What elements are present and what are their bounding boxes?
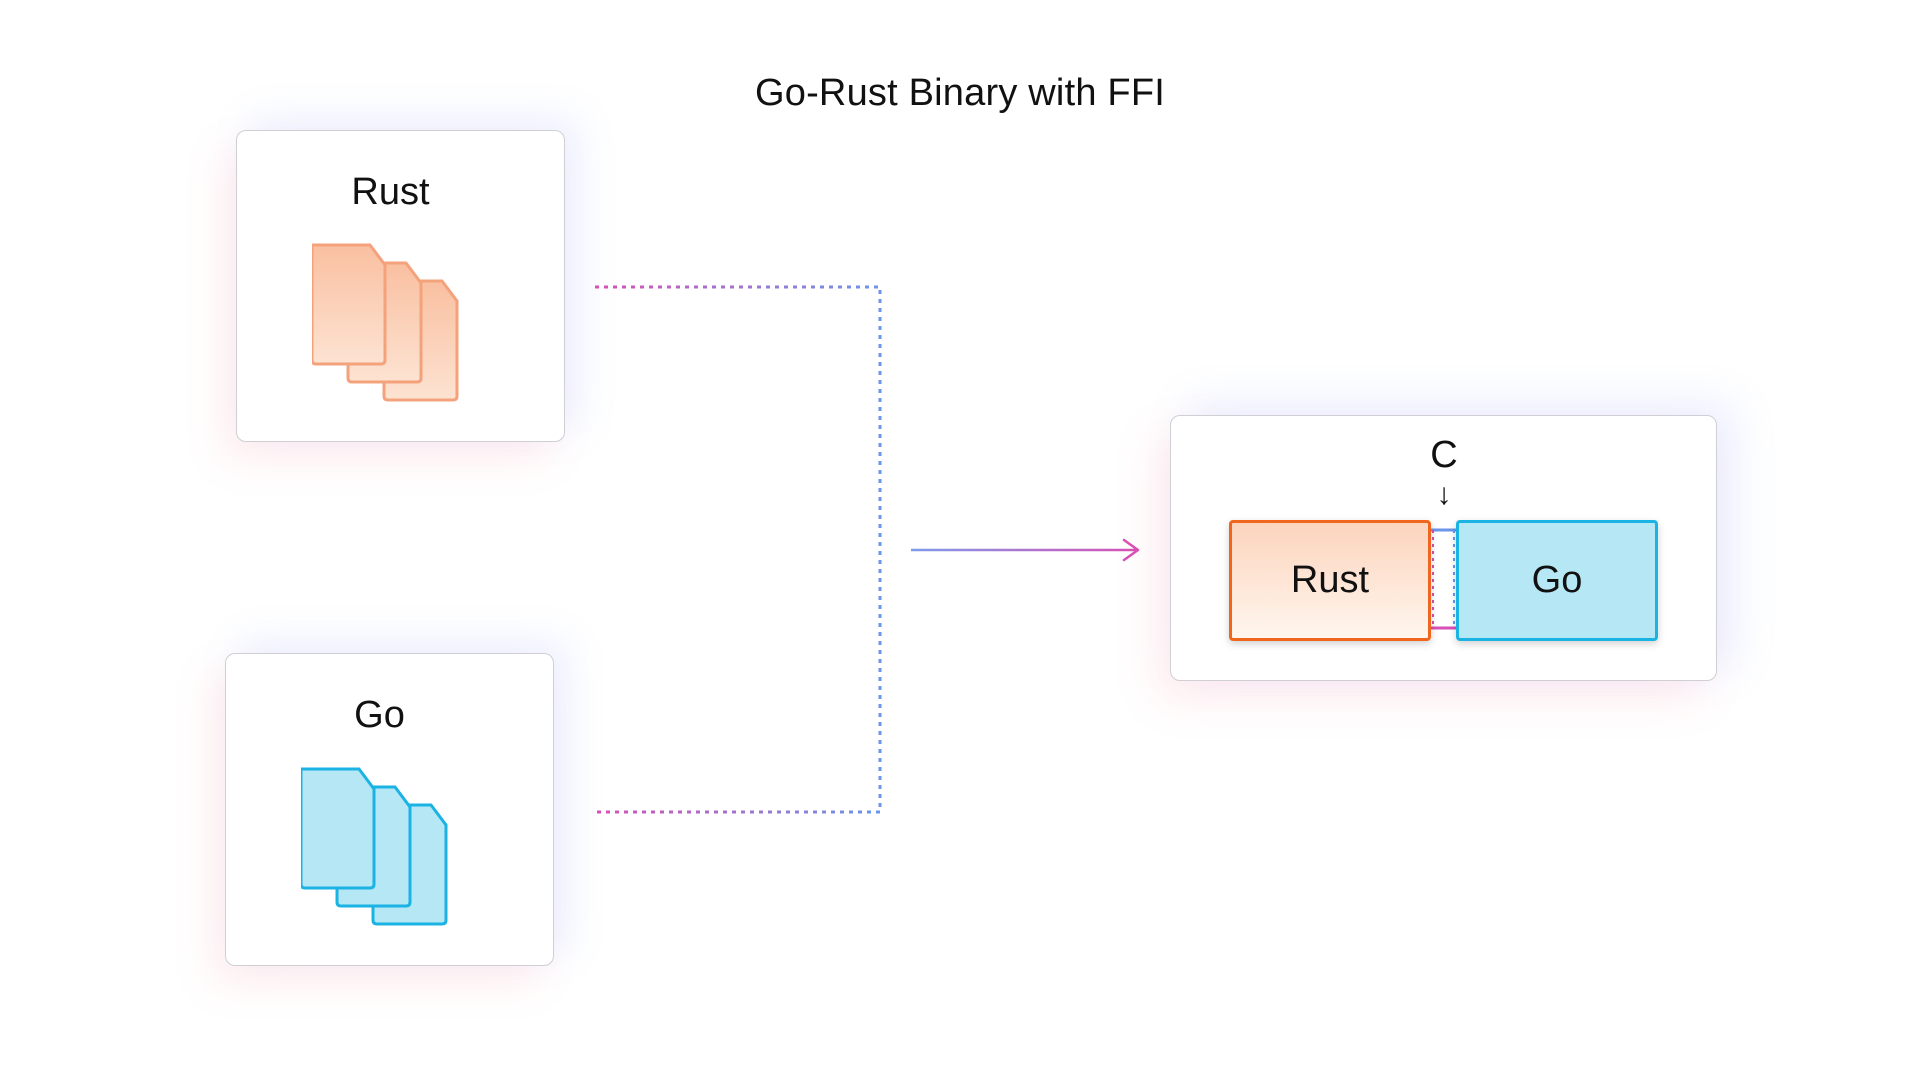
- go-block: Go: [1456, 520, 1658, 641]
- go-card-label: Go: [354, 694, 405, 736]
- rust-files-icon: [312, 243, 459, 402]
- result-arrowhead-icon: [1122, 538, 1140, 562]
- rust-block-label: Rust: [1290, 559, 1370, 601]
- go-source-card: Go: [225, 653, 554, 966]
- go-files-icon: [301, 767, 448, 926]
- diagram-title: Go-Rust Binary with FFI: [754, 72, 1166, 114]
- go-block-label: Go: [1531, 559, 1583, 601]
- rust-source-card: Rust: [236, 130, 565, 442]
- rust-block: Rust: [1229, 520, 1431, 641]
- plus-icon: [375, 529, 415, 569]
- ffi-c-label: C: [1430, 434, 1458, 476]
- ffi-down-arrow-icon: ↓: [1436, 478, 1452, 511]
- rust-card-label: Rust: [351, 171, 430, 213]
